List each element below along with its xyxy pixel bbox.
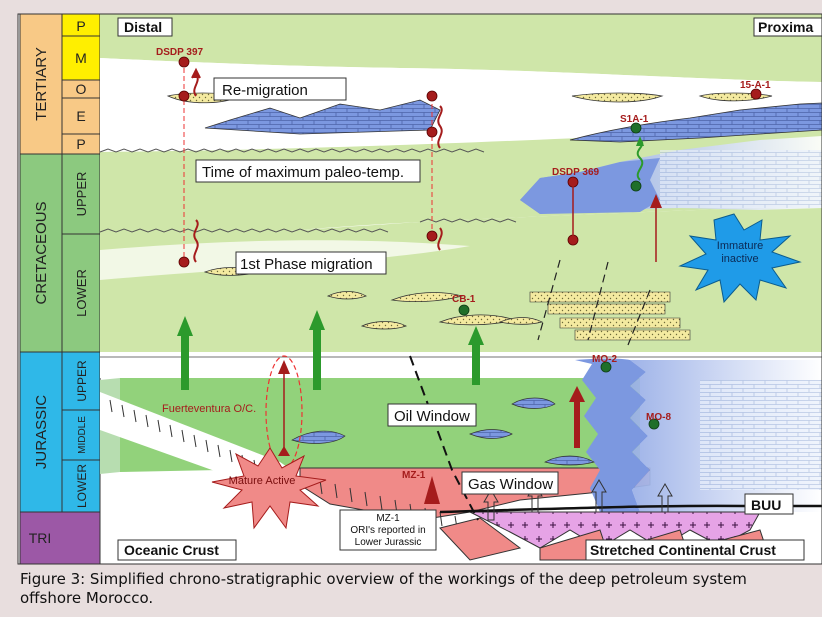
fuerteventura-label: Fuerteventura O/C. (162, 403, 256, 415)
well-dsdp397-top (178, 56, 190, 68)
well-mo8 (648, 418, 660, 430)
mz1-note-line3: Lower Jurassic (355, 537, 422, 548)
proximal-label: Proxima (758, 19, 813, 35)
cretaceous-system-box (19, 153, 63, 353)
mature-active-label: Mature Active (229, 475, 296, 487)
tertiary-carbonate-buildup (204, 99, 441, 135)
first-phase-label: 1st Phase migration (240, 256, 373, 273)
remigration-label: Re-migration (222, 82, 308, 99)
gas-window-label: Gas Window (468, 476, 553, 493)
triassic-system-box (19, 511, 101, 565)
well-label-cb1: CB-1 (452, 294, 476, 305)
max-paleotemp-label: Time of maximum paleo-temp. (202, 164, 404, 181)
stage-lower-jurassic: LOWER (75, 464, 89, 508)
immature-label-line1: Immature (717, 240, 763, 252)
buu-label: BUU (751, 497, 781, 513)
stage-pliocene: P (76, 18, 85, 34)
well-label-mz1: MZ-1 (402, 470, 426, 481)
tertiary-system-box (19, 13, 63, 155)
migration-arrows (177, 310, 484, 390)
stage-upper-jurassic: UPPER (75, 360, 89, 402)
well-label-mo2: MO-2 (592, 354, 617, 365)
mature-active-star (211, 447, 327, 530)
well-s1a1-top (630, 122, 642, 134)
stage-lower-cretaceous: LOWER (74, 269, 89, 317)
jurassic-label: JURASSIC (33, 395, 50, 469)
stage-upper-cretaceous: UPPER (74, 172, 89, 217)
mz1-note-line1: MZ-1 (376, 513, 400, 524)
oceanic-crust-label: Oceanic Crust (124, 542, 219, 558)
stage-middle-jurassic: MIDDLE (77, 416, 88, 454)
stretched-crust-label: Stretched Continental Crust (590, 542, 776, 558)
section-body (99, 14, 822, 561)
stratigraphic-column: TERTIARY CRETACEOUS JURASSIC TRI P M O E… (19, 13, 101, 565)
well-label-dsdp369: DSDP 369 (552, 167, 600, 178)
stage-eocene: E (76, 108, 85, 124)
oil-window-label: Oil Window (394, 408, 470, 425)
mz1-note-line2: ORI's reported in (350, 525, 425, 536)
immature-label-line2: inactive (721, 253, 758, 265)
cretaceous-label: CRETACEOUS (33, 201, 50, 304)
well-label-15a1: 15-A-1 (740, 80, 771, 91)
well-mo2 (600, 361, 612, 373)
well-15a1 (750, 88, 762, 100)
labels: Distal Proxima Re-migration Time of maxi… (117, 17, 822, 561)
jurassic-system-box (19, 351, 63, 513)
well-cb1 (458, 304, 470, 316)
stage-oligocene: O (76, 81, 87, 97)
immature-star (678, 213, 802, 304)
triassic-label: TRI (29, 530, 52, 546)
distal-label: Distal (124, 19, 162, 35)
figure-caption: Figure 3: Simplified chrono-stratigraphi… (20, 570, 747, 607)
tertiary-label: TERTIARY (33, 47, 50, 121)
well-label-s1a1: S1A-1 (620, 114, 649, 125)
stage-miocene: M (75, 50, 87, 66)
well-label-mo8: MO-8 (646, 412, 671, 423)
well-label-dsdp397: DSDP 397 (156, 47, 204, 58)
stage-paleocene: P (76, 136, 85, 152)
